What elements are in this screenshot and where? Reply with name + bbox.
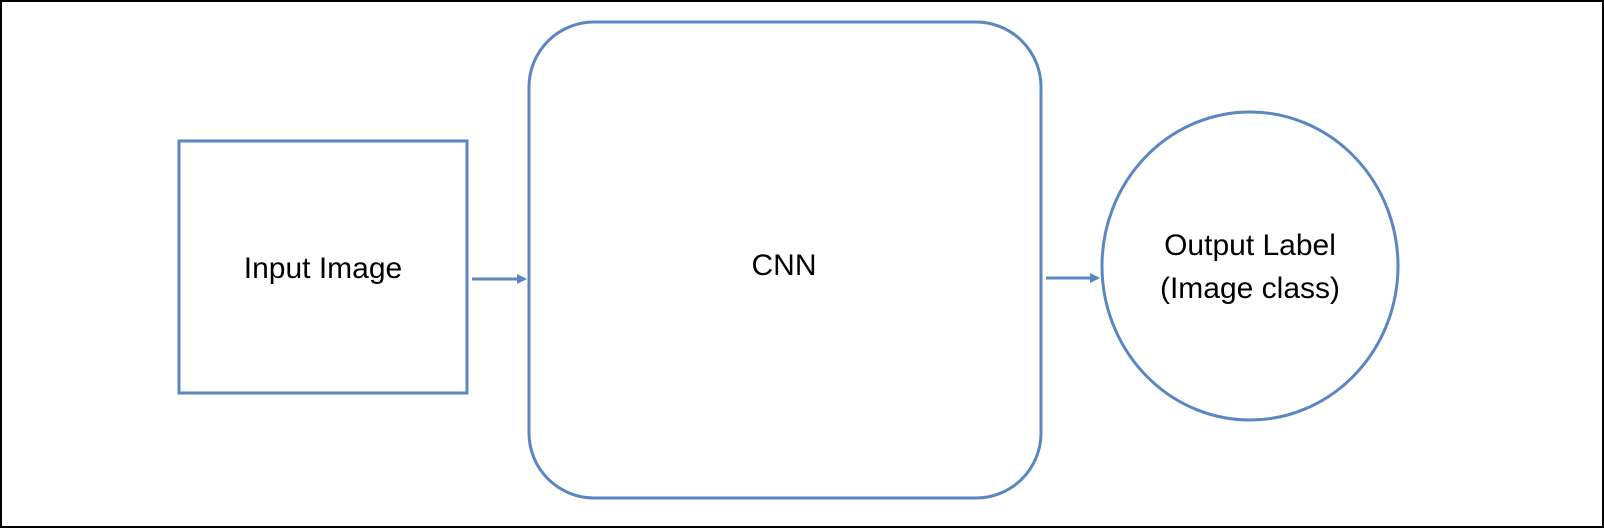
input-image-node: Input Image <box>177 139 469 395</box>
output-label-line2: (Image class) <box>1160 272 1340 305</box>
output-label-line1: Output Label <box>1164 229 1336 262</box>
cnn-box <box>527 20 1043 500</box>
input-image-box <box>177 139 469 395</box>
cnn-node: CNN <box>527 20 1043 500</box>
output-label-node: Output Label (Image class) <box>1100 110 1400 422</box>
input-image-label: Input Image <box>244 252 402 285</box>
output-label-circle <box>1100 110 1400 422</box>
cnn-label: CNN <box>752 249 817 282</box>
